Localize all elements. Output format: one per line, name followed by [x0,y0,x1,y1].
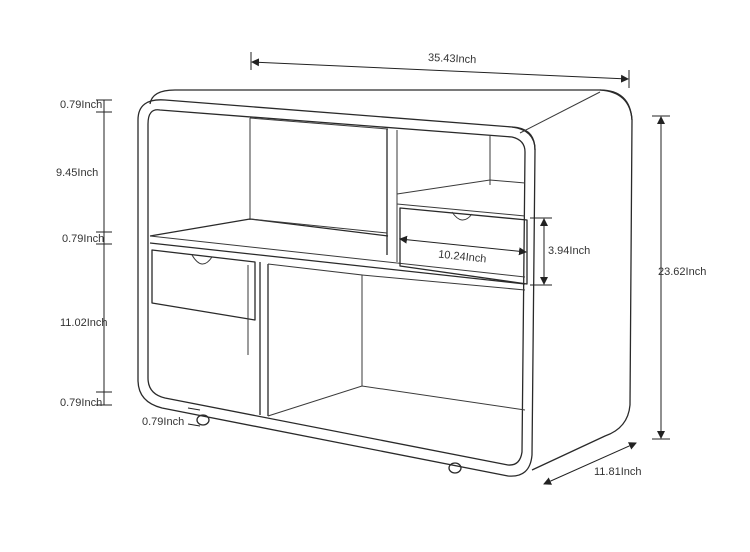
width-label: 35.43Inch [428,52,477,66]
drawer-width-label: 10.24Inch [438,249,487,266]
height-dimension: 23.62Inch [652,115,706,440]
upper-space-label: 9.45Inch [56,167,98,179]
height-label: 23.62Inch [658,266,706,278]
top-panel-label: 0.79Inch [60,99,102,111]
left-height-breakdown: 0.79Inch 9.45Inch 0.79Inch 11.02Inch 0.7… [56,99,112,409]
middle-shelf-label: 0.79Inch [62,233,104,245]
depth-label: 11.81Inch [594,466,642,478]
leg-height-dimension: 0.79Inch [142,407,201,428]
drawer-height-label: 3.94Inch [548,245,590,257]
bottom-panel-label: 0.79Inch [60,397,102,409]
lower-space-label: 11.02Inch [60,317,108,329]
width-dimension: 35.43Inch [250,52,630,88]
depth-dimension: 11.81Inch [543,442,642,485]
drawer-width-dimension: 10.24Inch [399,235,527,266]
cabinet-outline [137,89,633,477]
leg-height-label: 0.79Inch [142,416,184,428]
drawer-height-dimension: 3.94Inch [530,217,590,286]
